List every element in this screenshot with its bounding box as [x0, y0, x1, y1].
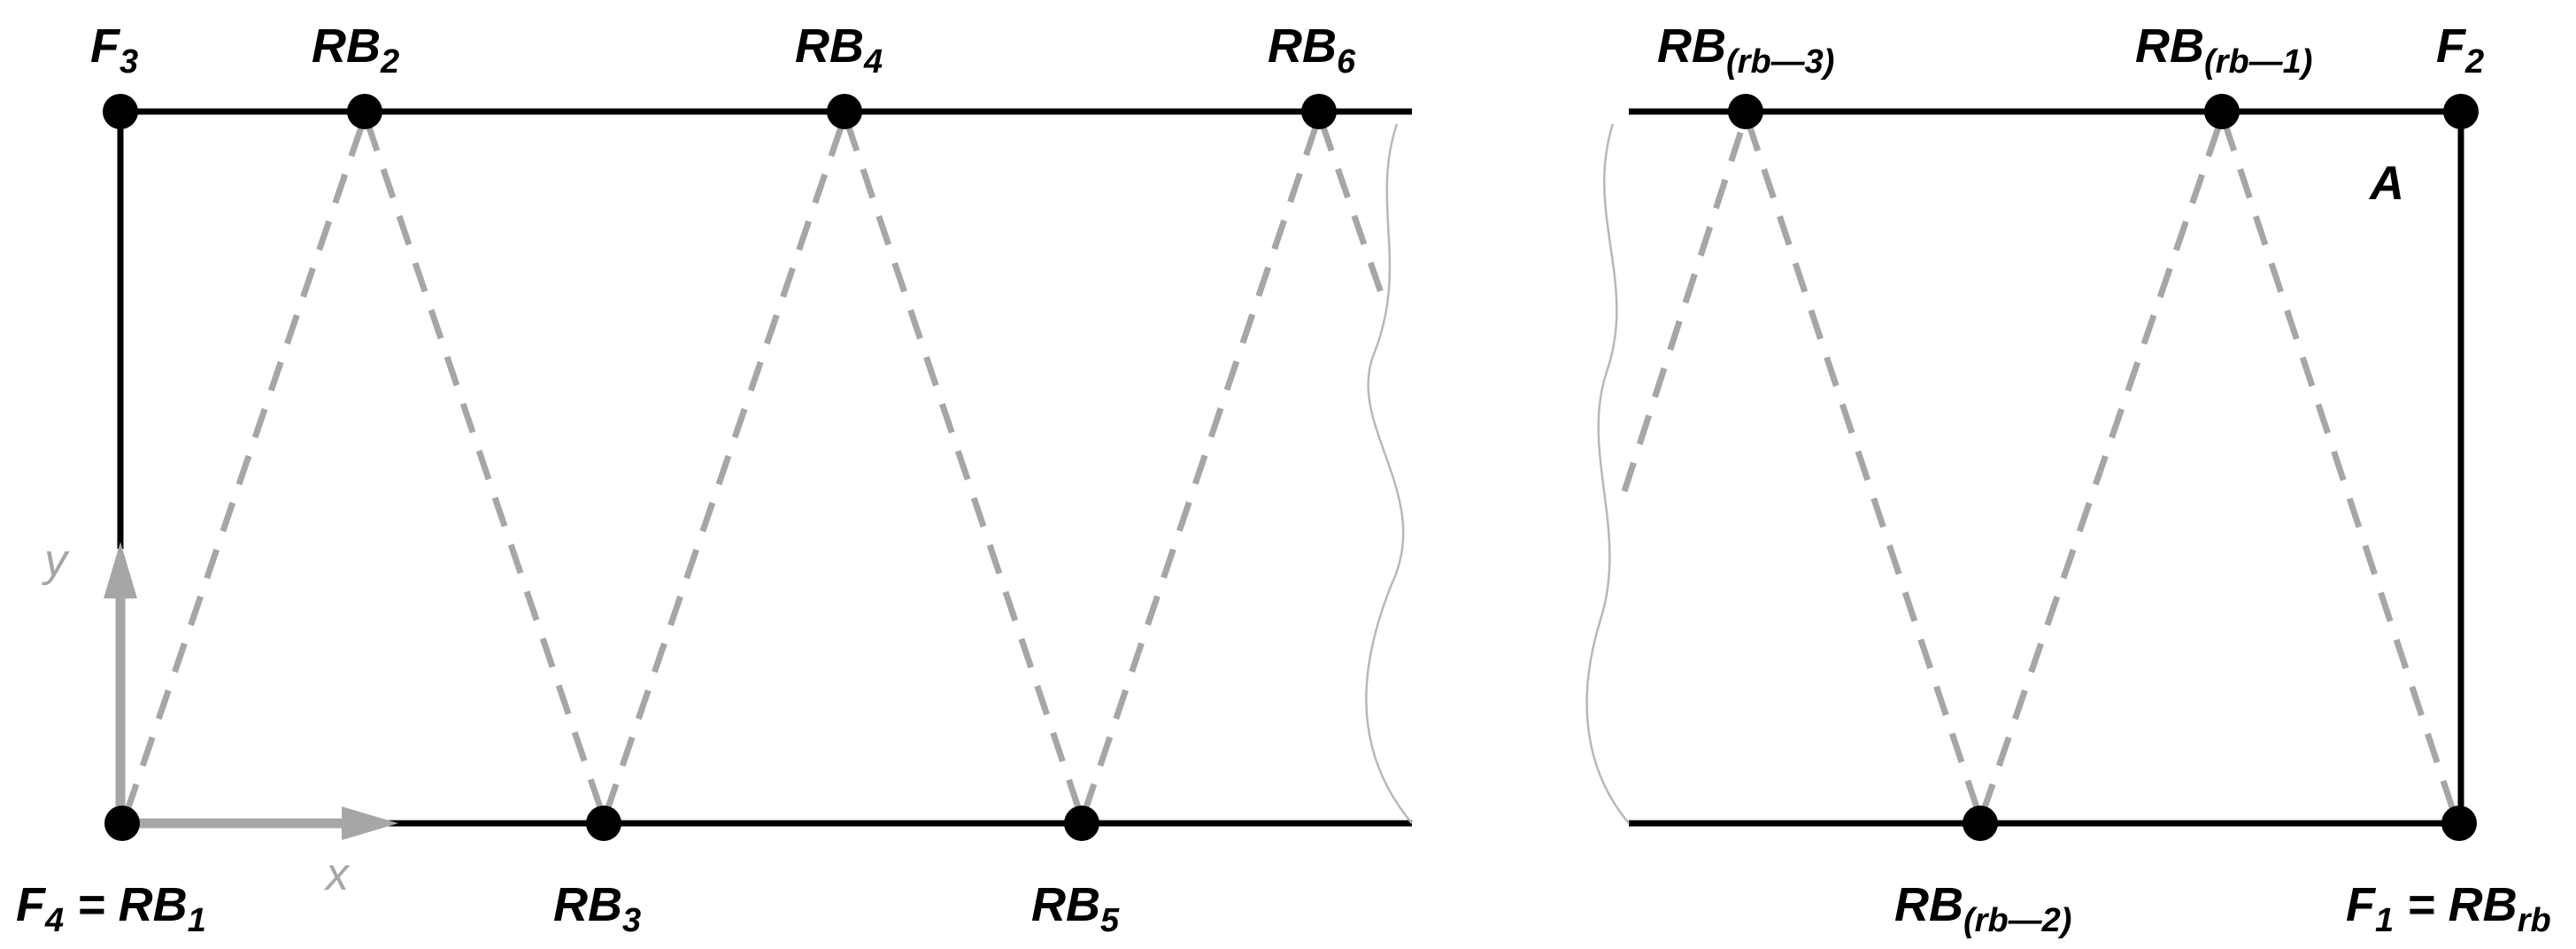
- break-line-left: [1365, 123, 1413, 824]
- diagonal-rb2-rb3: [364, 120, 605, 814]
- label-f1-rbrb: F1 = RBrb: [2346, 878, 2551, 939]
- diagonal-rb5-rb6: [1081, 120, 1321, 814]
- y-axis-arrowhead: [104, 542, 137, 598]
- node-rb5: [1064, 806, 1099, 841]
- x-axis-arrowhead: [342, 806, 398, 840]
- diagonal-rb-rb2-rb-rb1: [1979, 120, 2224, 814]
- label-f4-rb1: F4 = RB1: [16, 878, 206, 939]
- node-rb-rb3: [1728, 94, 1763, 129]
- diagonal-rb6-break: [1318, 120, 1389, 307]
- label-rb6: RB6: [1268, 19, 1356, 81]
- label-rb2: RB2: [312, 19, 399, 81]
- node-f1-rbrb: [2441, 806, 2477, 841]
- node-f3: [103, 94, 138, 129]
- node-rb3: [586, 806, 621, 841]
- label-rb3: RB3: [553, 878, 641, 939]
- diagonal-rb1-rb2: [123, 120, 366, 814]
- diagonal-rb-rb3-rb-rb2: [1745, 120, 1982, 814]
- label-rb-rb1: RB(rb—1): [2135, 19, 2312, 81]
- label-rb-rb2: RB(rb—2): [1894, 878, 2071, 939]
- node-f4-rb1: [104, 806, 140, 841]
- node-f2: [2443, 94, 2479, 129]
- break-line-right: [1585, 123, 1630, 824]
- diagonal-break-rb-rb3: [1621, 120, 1747, 493]
- diagonal-rb-rb1-rb-rb: [2221, 120, 2457, 814]
- diagonal-rb4-rb5: [844, 120, 1084, 814]
- diagonal-rb3-rb4: [603, 120, 846, 814]
- node-rb6: [1301, 94, 1337, 129]
- node-rb-rb2: [1963, 806, 1998, 841]
- label-a: A: [2368, 157, 2404, 210]
- axis-label-x: x: [323, 849, 351, 900]
- node-rb4: [827, 94, 862, 129]
- label-rb5: RB5: [1031, 878, 1120, 939]
- label-f2: F2: [2436, 19, 2484, 81]
- label-rb-rb3: RB(rb—3): [1657, 19, 1834, 81]
- label-rb4: RB4: [795, 19, 883, 81]
- node-rb2: [347, 94, 382, 129]
- label-f3: F3: [90, 19, 138, 81]
- axis-label-y: y: [42, 535, 70, 586]
- node-rb-rb1: [2204, 94, 2240, 129]
